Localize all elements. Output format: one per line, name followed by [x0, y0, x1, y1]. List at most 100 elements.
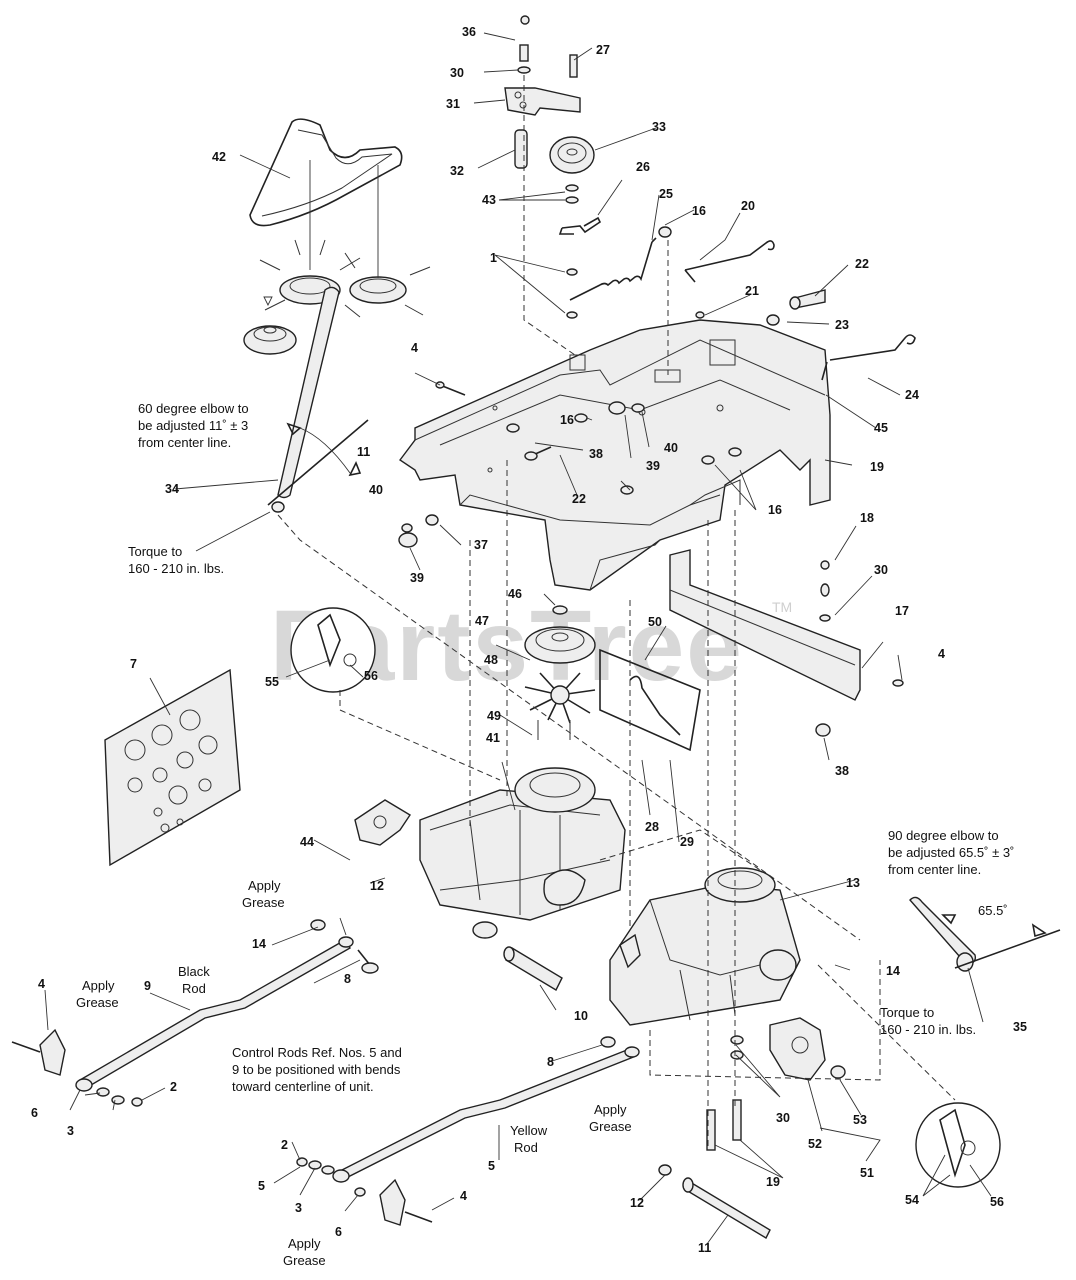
black-rod-2: Rod	[182, 981, 206, 996]
control-rods-note-3: toward centerline of unit.	[232, 1079, 374, 1094]
callout-29: 29	[680, 835, 694, 849]
stabilizer-bracket	[669, 549, 904, 737]
elbow60-note-2: be adjusted 11˚ ± 3	[138, 418, 248, 433]
torque-note-1b: 160 - 210 in. lbs.	[128, 561, 224, 576]
callout-53: 53	[853, 1113, 867, 1127]
callout-24: 24	[905, 388, 919, 402]
callout-31: 31	[446, 97, 460, 111]
yellow-rod-2: Rod	[514, 1140, 538, 1155]
callout-4: 4	[460, 1189, 467, 1203]
callout-35: 35	[1013, 1020, 1027, 1034]
callout-36: 36	[462, 25, 476, 39]
black-rod-1: Black	[178, 964, 210, 979]
callout-45: 45	[874, 421, 888, 435]
callout-19: 19	[766, 1175, 780, 1189]
pulley-fan-assembly	[243, 160, 431, 355]
callout-34: 34	[165, 482, 179, 496]
callout-37: 37	[474, 538, 488, 552]
callout-8: 8	[344, 972, 351, 986]
yellow-control-rod	[296, 1036, 640, 1226]
callout-48: 48	[484, 653, 498, 667]
right-transmission	[609, 867, 846, 1081]
control-rods-note-1: Control Rods Ref. Nos. 5 and	[232, 1045, 402, 1060]
grease-note-2a: Apply	[82, 978, 115, 993]
callout-55: 55	[265, 675, 279, 689]
detail-circle-bottom	[915, 1102, 1001, 1188]
callout-7: 7	[130, 657, 137, 671]
main-frame	[398, 319, 831, 591]
grease-note-4a: Apply	[288, 1236, 321, 1251]
callout-5: 5	[488, 1159, 495, 1173]
callout-14: 14	[252, 937, 266, 951]
callout-labels: 36 27 30 31 33 32 26 43 25 16 20 1 22 21…	[31, 25, 1027, 1255]
callout-16: 16	[768, 503, 782, 517]
callout-16: 16	[560, 413, 574, 427]
callout-27: 27	[596, 43, 610, 57]
callout-21: 21	[745, 284, 759, 298]
callout-11: 11	[698, 1241, 711, 1255]
elbow90-note-1: 90 degree elbow to	[888, 828, 999, 843]
grease-note-1b: Grease	[242, 895, 285, 910]
callout-9: 9	[144, 979, 151, 993]
callout-40: 40	[664, 441, 678, 455]
torque-note-2a: Torque to	[880, 1005, 934, 1020]
control-lever-60	[267, 286, 369, 513]
elbow60-note-1: 60 degree elbow to	[138, 401, 249, 416]
callout-30: 30	[450, 66, 464, 80]
elbow90-note-2: be adjusted 65.5˚ ± 3˚	[888, 845, 1014, 860]
callout-39: 39	[410, 571, 424, 585]
callout-56: 56	[990, 1195, 1004, 1209]
callout-56: 56	[364, 669, 378, 683]
callout-50: 50	[648, 615, 662, 629]
callout-54: 54	[905, 1193, 919, 1207]
callout-12: 12	[370, 879, 384, 893]
callout-28: 28	[645, 820, 659, 834]
transmission-pulley-fan	[524, 605, 596, 740]
callout-2: 2	[170, 1080, 177, 1094]
callout-38: 38	[589, 447, 603, 461]
elbow60-note-3: from center line.	[138, 435, 231, 450]
callout-47: 47	[475, 614, 489, 628]
callout-33: 33	[652, 120, 666, 134]
callout-38: 38	[835, 764, 849, 778]
callout-4: 4	[411, 341, 418, 355]
control-lever-90	[909, 896, 1061, 972]
callout-26: 26	[636, 160, 650, 174]
idler-bracket-assembly	[504, 15, 657, 356]
callout-4: 4	[938, 647, 945, 661]
grease-note-3a: Apply	[594, 1102, 627, 1117]
angle-65-label: 65.5˚	[978, 903, 1008, 918]
left-transmission	[354, 767, 626, 939]
callout-30: 30	[874, 563, 888, 577]
callout-19: 19	[870, 460, 884, 474]
yellow-rod-1: Yellow	[510, 1123, 548, 1138]
callout-8: 8	[547, 1055, 554, 1069]
callout-25: 25	[659, 187, 673, 201]
callout-10: 10	[574, 1009, 588, 1023]
callout-11: 11	[357, 445, 370, 459]
elbow90-note-3: from center line.	[888, 862, 981, 877]
leader-lines	[44, 32, 992, 1245]
callout-43: 43	[482, 193, 496, 207]
callout-22: 22	[572, 492, 586, 506]
callout-51: 51	[860, 1166, 874, 1180]
callout-16: 16	[692, 204, 706, 218]
long-bolt	[658, 1164, 771, 1239]
control-rods-note-2: 9 to be positioned with bends	[232, 1062, 401, 1077]
torque-note-1a: Torque to	[128, 544, 182, 559]
callout-30: 30	[776, 1111, 790, 1125]
callout-23: 23	[835, 318, 849, 332]
callout-3: 3	[67, 1124, 74, 1138]
callout-20: 20	[741, 199, 755, 213]
callout-1: 1	[490, 251, 497, 265]
callout-17: 17	[895, 604, 909, 618]
callout-41: 41	[486, 731, 500, 745]
callout-13: 13	[846, 876, 860, 890]
callout-18: 18	[860, 511, 874, 525]
grease-note-2b: Grease	[76, 995, 119, 1010]
callout-32: 32	[450, 164, 464, 178]
callout-49: 49	[487, 709, 501, 723]
frame-hardware	[398, 226, 916, 548]
drive-belt	[249, 118, 403, 227]
